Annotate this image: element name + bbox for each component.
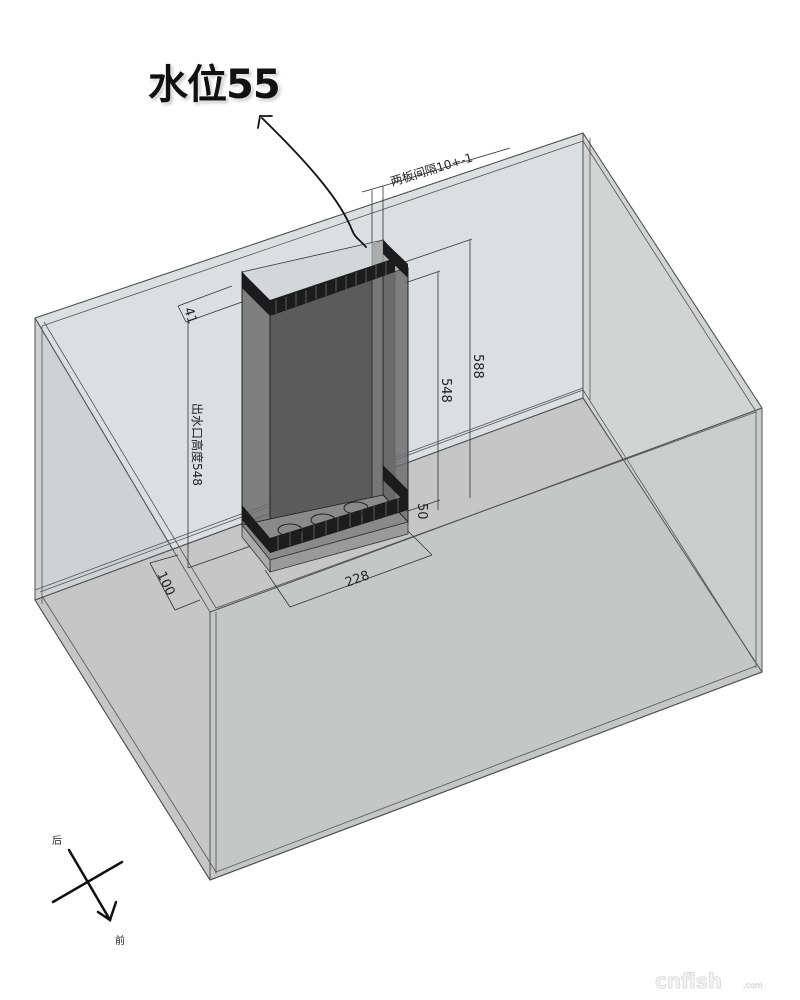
water-level-arrow <box>257 115 367 248</box>
outer-height-label: 588 <box>470 354 485 379</box>
top-offset-label: 41 <box>180 306 199 326</box>
top-comb <box>242 240 408 316</box>
orientation-compass <box>51 848 124 922</box>
watermark: cnfish <box>655 969 722 993</box>
overflow-box <box>241 238 409 574</box>
bottom-gap-label: 50 <box>414 503 429 520</box>
compass-arrow-line <box>67 848 112 922</box>
compass-front-label: 前 <box>115 934 125 947</box>
drain-holes <box>277 501 369 537</box>
compass-arrowhead <box>96 900 118 922</box>
inner-height-label: 548 <box>438 378 453 403</box>
outlet-height-label: 出水口高度548 <box>190 403 205 486</box>
water-level-title: 水位55 <box>148 62 281 108</box>
bottom-comb <box>242 465 408 553</box>
watermark-suffix: .com <box>743 981 763 990</box>
compass-back-label: 后 <box>52 835 62 847</box>
aquarium-tank <box>34 132 763 881</box>
dimension-lines <box>149 147 511 611</box>
